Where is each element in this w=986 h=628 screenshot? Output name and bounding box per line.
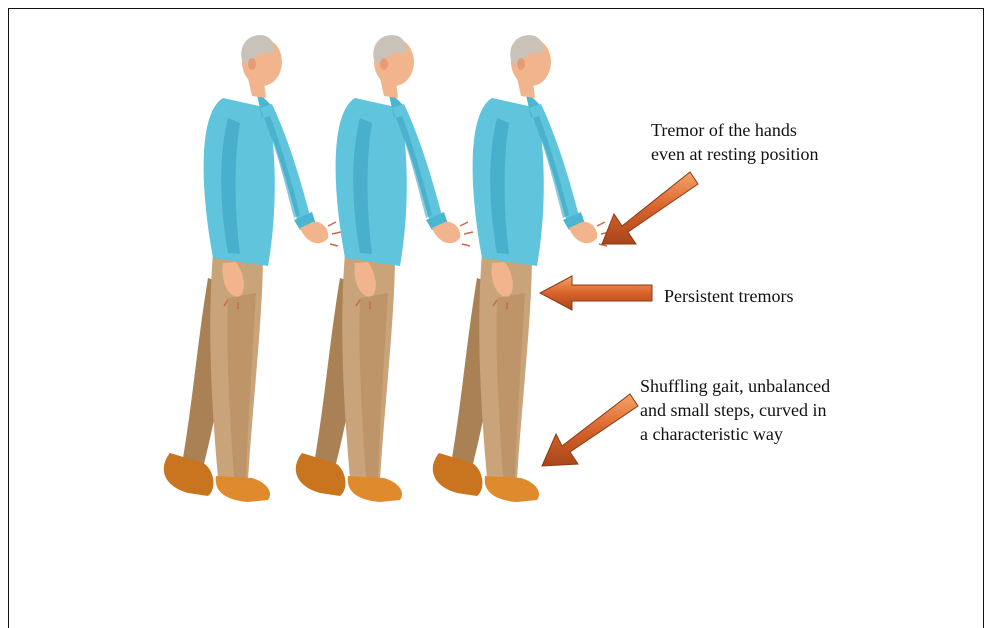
label-gait-line-1: Shuffling gait, unbalanced bbox=[640, 374, 830, 398]
label-persistent-tremors: Persistent tremors bbox=[664, 284, 793, 308]
label-hand-tremor-line-1: Tremor of the hands bbox=[651, 118, 818, 142]
figure-walking-man-2 bbox=[296, 35, 473, 502]
label-gait-line-3: a characteristic way bbox=[640, 422, 830, 446]
label-hand-tremor: Tremor of the hands even at resting posi… bbox=[651, 118, 818, 166]
arrow-hand-tremor bbox=[602, 172, 698, 244]
figure-walking-man-1 bbox=[164, 35, 341, 502]
label-hand-tremor-line-2: even at resting position bbox=[651, 142, 818, 166]
label-gait-line-2: and small steps, curved in bbox=[640, 398, 830, 422]
label-shuffling-gait: Shuffling gait, unbalanced and small ste… bbox=[640, 374, 830, 446]
arrow-persistent-tremors bbox=[540, 276, 652, 310]
arrow-shuffling-gait bbox=[542, 394, 638, 466]
